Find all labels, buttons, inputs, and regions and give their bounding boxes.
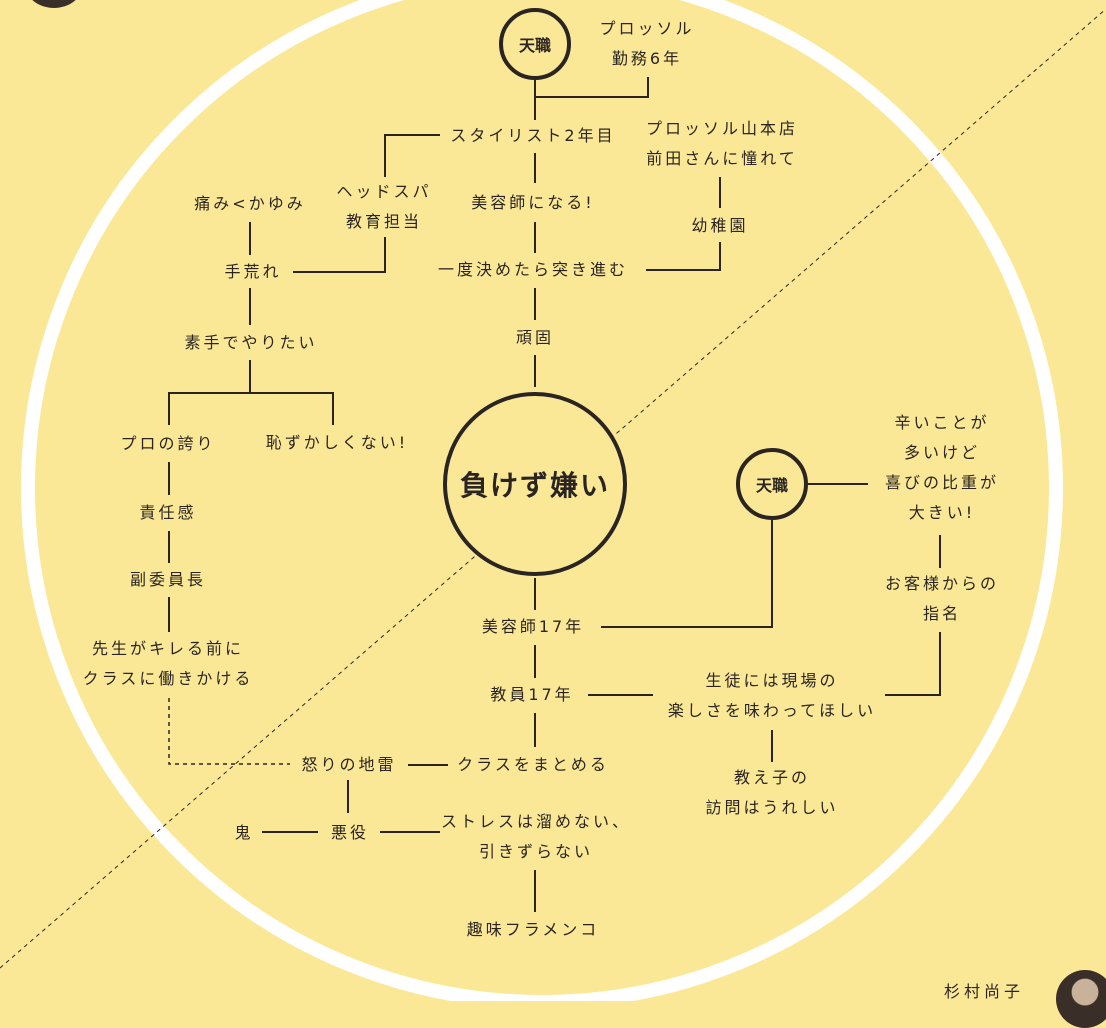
hub-center: 負けず嫌い: [443, 392, 627, 576]
node-demon: 鬼: [234, 823, 254, 842]
hub-top-tenshoku: 天職: [499, 8, 571, 80]
hub-right-tenshoku: 天職: [736, 448, 808, 520]
node-before-teacher: 先生がキレる前に クラスに働きかける: [82, 639, 254, 688]
node-stubborn: 頑固: [515, 328, 555, 347]
node-not-embarrassing: 恥ずかしくない!: [265, 433, 409, 452]
node-headspa: ヘッドスパ 教育担当: [336, 182, 432, 231]
node-no-stress: ストレスは溜めない、 引きずらない: [440, 812, 632, 861]
outer-ring: [21, 0, 1063, 1001]
avatar-bottom-right: [1056, 970, 1106, 1028]
node-customer-request: お客様からの 指名: [884, 574, 1000, 623]
node-stylist-17y: 美容師17年: [481, 617, 585, 636]
node-yamamoto-store: プロッソル山本店 前田さんに憧れて: [645, 119, 799, 168]
avatar-top-left: [25, 0, 83, 8]
node-teacher-17y: 教員17年: [490, 685, 574, 704]
node-unite-class: クラスをまとめる: [457, 755, 609, 774]
node-students-fun: 生徒には現場の 楽しさを味わってほしい: [667, 671, 877, 720]
node-anger-mine: 怒りの地雷: [301, 755, 397, 774]
node-once-decided: 一度決めたら突き進む: [437, 260, 629, 279]
node-vice-chair: 副委員長: [129, 570, 207, 589]
connector-lines: [168, 77, 941, 912]
node-become-stylist: 美容師になる!: [471, 193, 595, 212]
person-name-bottom-right: 杉村尚子: [944, 982, 1025, 1001]
dashed-connector: [168, 698, 290, 765]
node-proussol-6y: プロッソル 勤務6年: [599, 19, 695, 68]
node-itch: 痛み<かゆみ: [194, 194, 306, 213]
node-bare-hands: 素手でやりたい: [184, 333, 318, 352]
node-former-students: 教え子の 訪問はうれしい: [705, 768, 839, 817]
node-flamenco: 趣味フラメンコ: [466, 920, 600, 939]
node-villain: 悪役: [330, 823, 370, 842]
node-responsibility: 責任感: [139, 503, 197, 522]
node-hard-days: 辛いことが 多いけど 喜びの比重が 大きい!: [884, 413, 1000, 522]
node-rough-hands: 手荒れ: [224, 262, 282, 281]
node-kindergarten: 幼稚園: [691, 216, 749, 235]
node-stylist-2y: スタイリスト2年目: [450, 126, 616, 145]
node-pro-pride: プロの誇り: [120, 434, 216, 453]
